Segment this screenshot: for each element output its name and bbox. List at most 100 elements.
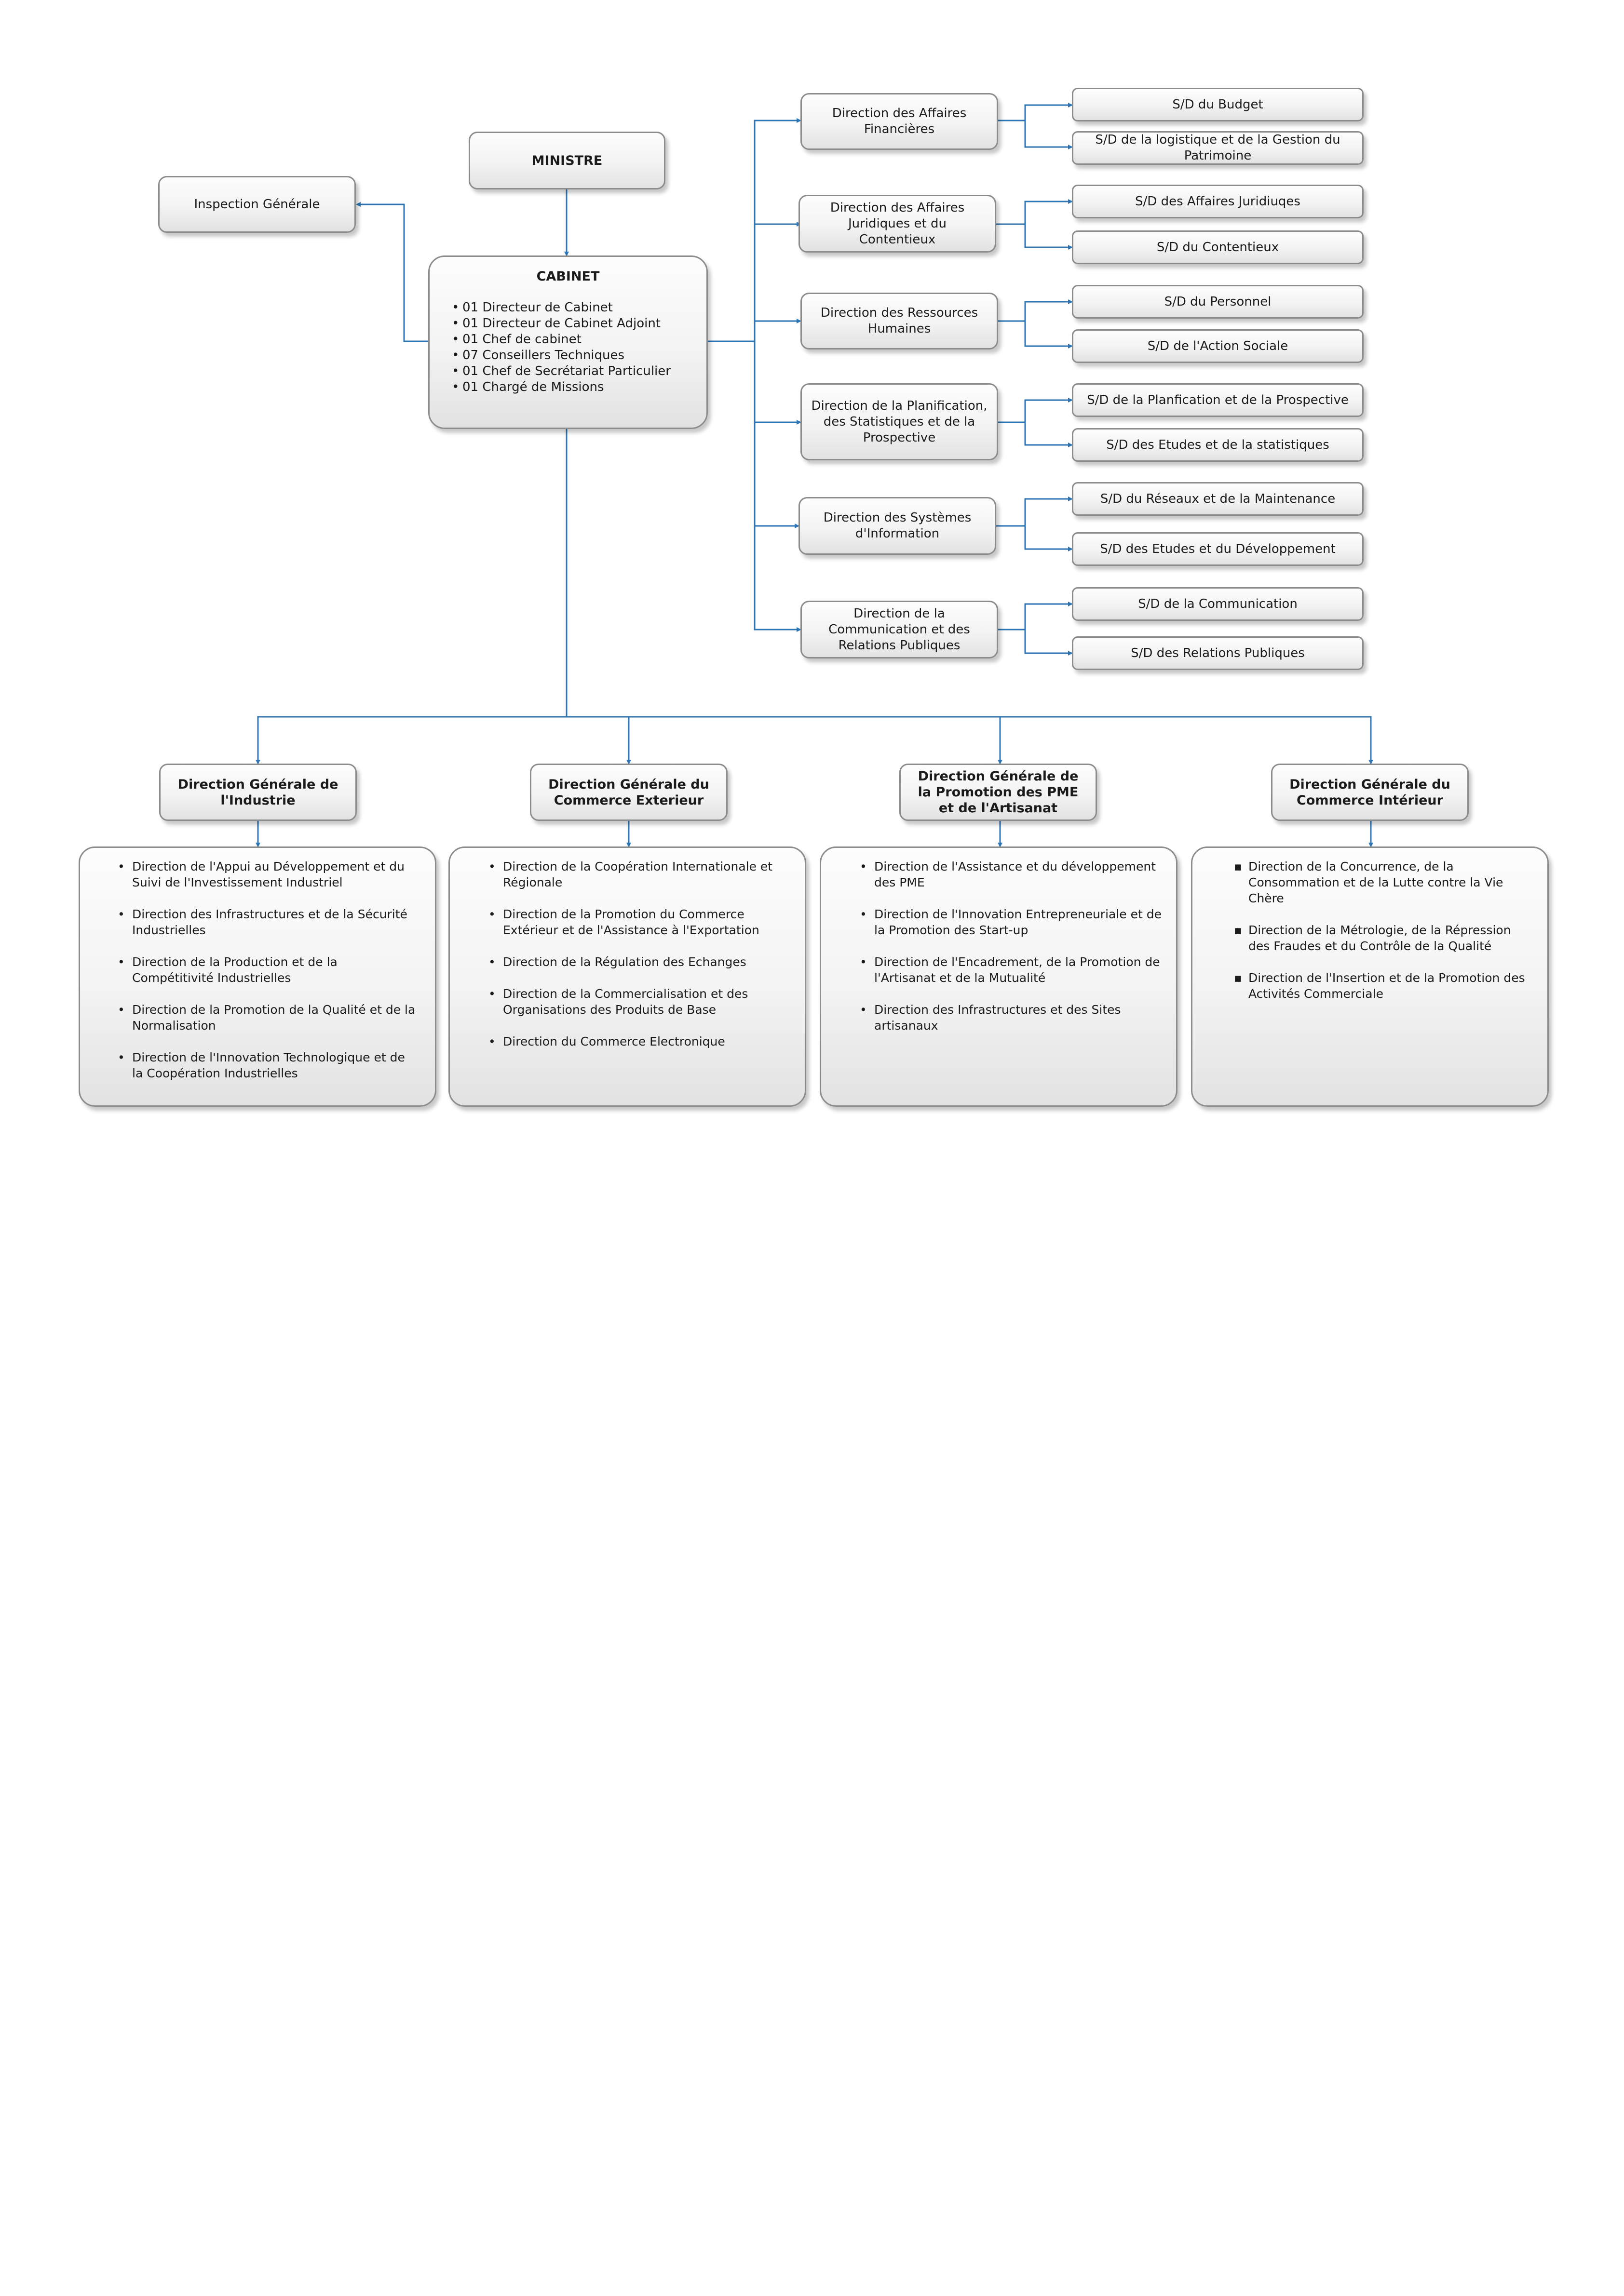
cabinet-box: CABINET 01 Directeur de Cabinet 01 Direc… (428, 255, 708, 429)
direction-list: Direction de l'Assistance et du développ… (860, 859, 1162, 1034)
direction-item: Direction de la Promotion du Commerce Ex… (488, 906, 785, 938)
direction-item: Direction de la Promotion de la Qualité … (118, 1002, 416, 1034)
dg-title: Direction Générale de l'Industrie (177, 777, 338, 808)
dg-title: Direction Générale du Commerce Exterieur (548, 777, 709, 808)
sub-direction-label: S/D des Etudes et de la statistiques (1106, 437, 1329, 452)
sub-direction-label: S/D du Personnel (1164, 294, 1272, 309)
edge-sub-5a (996, 497, 1073, 527)
sub-direction-label: S/D des Affaires Juridiuqes (1135, 194, 1300, 209)
direction-item: Direction des Infrastructures et des Sit… (860, 1002, 1162, 1034)
sub-direction-label: S/D du Réseaux et de la Maintenance (1100, 491, 1336, 506)
edge-sub-1b (1024, 121, 1073, 149)
direction-item: Direction de l'Appui au Développement et… (118, 859, 416, 890)
edge-cabinet-bus (256, 429, 568, 765)
edge-dir-6 (754, 341, 801, 632)
sub-direction-label: S/D des Etudes et du Développement (1100, 541, 1336, 556)
direction-item: Direction de l'Insertion et de la Promot… (1234, 970, 1528, 1002)
edge-sub-4b (1024, 422, 1073, 447)
direction-systemes-information: Direction des Systèmes d'Information (798, 497, 996, 555)
direction-item: Direction de la Régulation des Echanges (488, 954, 785, 970)
direction-affaires-financieres: Direction des Affaires Financières (800, 93, 998, 150)
cabinet-member: 01 Directeur de Cabinet (452, 300, 684, 316)
sub-direction-label: S/D de la Planfication et de la Prospect… (1087, 392, 1349, 407)
edge-dg-4 (1000, 716, 1373, 765)
cabinet-member: 01 Chargé de Missions (452, 379, 684, 395)
direction-planification: Direction de la Planification, des Stati… (800, 383, 998, 460)
edge-dg-2 (567, 716, 631, 765)
cabinet-member: 01 Directeur de Cabinet Adjoint (452, 316, 684, 332)
dg-commerce-exterieur-list-box: Direction de la Coopération Internationa… (448, 846, 806, 1107)
direction-item: Direction de l'Encadrement, de la Promot… (860, 954, 1162, 986)
direction-list: Direction de la Coopération Internationa… (488, 859, 785, 1049)
direction-item: Direction de l'Assistance et du développ… (860, 859, 1162, 890)
sub-direction-label: S/D du Budget (1172, 97, 1263, 112)
edge-dir-4 (754, 341, 801, 425)
direction-label: Direction des Affaires Financières (832, 106, 967, 136)
edge-sub-6a (998, 602, 1073, 631)
sub-direction-personnel: S/D du Personnel (1072, 285, 1364, 319)
edge-sub-2a (996, 199, 1073, 225)
direction-item: Direction de la Production et de la Comp… (118, 954, 416, 986)
cabinet-member: 01 Chef de Secrétariat Particulier (452, 363, 684, 379)
direction-item: Direction de l'Innovation Technologique … (118, 1049, 416, 1081)
sub-direction-label: S/D des Relations Publiques (1131, 645, 1305, 660)
edge-sub-3a (998, 299, 1073, 322)
cabinet-members: 01 Directeur de Cabinet 01 Directeur de … (452, 300, 684, 395)
edge-sub-4a (998, 398, 1073, 423)
sub-direction-budget: S/D du Budget (1072, 88, 1364, 121)
sub-direction-communication: S/D de la Communication (1072, 587, 1364, 621)
direction-label: Direction des Affaires Juridiques et du … (830, 200, 965, 247)
direction-label: Direction de la Planification, des Stati… (811, 398, 988, 445)
ministre-box: MINISTRE (469, 132, 665, 189)
dg-title: Direction Générale du Commerce Intérieur (1289, 777, 1450, 808)
direction-communication: Direction de la Communication et des Rel… (800, 601, 998, 658)
cabinet-member: 01 Chef de cabinet (452, 332, 684, 348)
sub-direction-relations-publiques: S/D des Relations Publiques (1072, 636, 1364, 670)
sub-direction-reseaux: S/D du Réseaux et de la Maintenance (1072, 482, 1364, 516)
direction-item: Direction des Infrastructures et de la S… (118, 906, 416, 938)
direction-item: Direction du Commerce Electronique (488, 1034, 785, 1049)
edge-dir-2 (754, 222, 801, 341)
ministre-label: MINISTRE (531, 153, 603, 168)
sub-direction-label: S/D du Contentieux (1156, 240, 1279, 255)
sub-direction-label: S/D de l'Action Sociale (1147, 338, 1288, 353)
direction-item: Direction de la Coopération Internationa… (488, 859, 785, 890)
cabinet-member: 07 Conseillers Techniques (452, 348, 684, 363)
dg-commerce-interieur-list-box: Direction de la Concurrence, de la Conso… (1191, 846, 1549, 1107)
direction-affaires-juridiques: Direction des Affaires Juridiques et du … (798, 195, 996, 253)
sub-direction-etudes-developpement: S/D des Etudes et du Développement (1072, 532, 1364, 566)
sub-direction-label: S/D de la Communication (1138, 596, 1298, 611)
edge-cabinet-inspection (356, 202, 428, 342)
direction-item: Direction de l'Innovation Entrepreneuria… (860, 906, 1162, 938)
direction-label: Direction de la Communication et des Rel… (828, 606, 970, 653)
direction-item: Direction de la Commercialisation et des… (488, 986, 785, 1018)
inspection-box: Inspection Générale (158, 176, 356, 233)
sub-direction-action-sociale: S/D de l'Action Sociale (1072, 329, 1364, 363)
edge-sub-5b (1024, 526, 1073, 551)
sub-direction-logistique: S/D de la logistique et de la Gestion du… (1072, 131, 1364, 165)
inspection-label: Inspection Générale (194, 197, 320, 212)
cabinet-title: CABINET (536, 269, 600, 284)
direction-item: Direction de la Métrologie, de la Répres… (1234, 922, 1528, 954)
dg-pme-artisanat: Direction Générale de la Promotion des P… (899, 764, 1097, 821)
dg-title: Direction Générale de la Promotion des P… (918, 769, 1079, 816)
direction-list: Direction de l'Appui au Développement et… (118, 859, 416, 1081)
edge-sub-1a (998, 103, 1073, 121)
dg-pme-artisanat-list-box: Direction de l'Assistance et du développ… (820, 846, 1177, 1107)
sub-direction-affaires-juridiques: S/D des Affaires Juridiuqes (1072, 185, 1364, 218)
direction-label: Direction des Ressources Humaines (820, 306, 978, 336)
edge-dir-5 (754, 341, 799, 528)
sub-direction-contentieux: S/D du Contentieux (1072, 230, 1364, 264)
edge-dg-3 (567, 716, 1002, 765)
direction-ressources-humaines: Direction des Ressources Humaines (800, 293, 998, 349)
dg-commerce-interieur: Direction Générale du Commerce Intérieur (1271, 764, 1469, 821)
direction-item: Direction de la Concurrence, de la Conso… (1234, 859, 1528, 906)
edge-sub-6b (1024, 630, 1073, 656)
sub-direction-planification: S/D de la Planfication et de la Prospect… (1072, 383, 1364, 417)
edge-sub-3b (1024, 321, 1073, 349)
direction-list: Direction de la Concurrence, de la Conso… (1234, 859, 1528, 1002)
dg-industrie-list-box: Direction de l'Appui au Développement et… (79, 846, 436, 1107)
edge-dir-3 (754, 319, 801, 341)
